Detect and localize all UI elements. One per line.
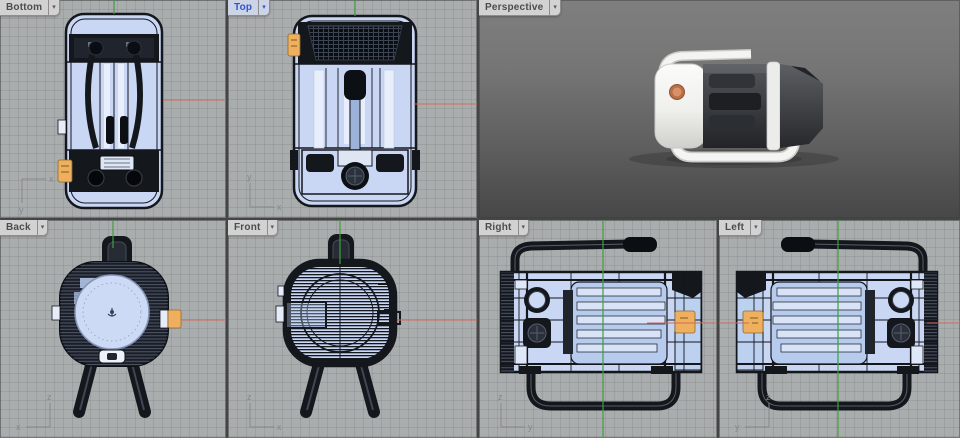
axis-gizmo: z y: [735, 392, 771, 432]
axis-label-h: x: [16, 422, 21, 432]
front-view-wireframe[interactable]: [228, 220, 477, 438]
viewport-menu-chevron-icon[interactable]: ▾: [517, 220, 529, 235]
axis-label-v: y: [247, 172, 252, 182]
viewport-menu-chevron-icon[interactable]: ▾: [750, 220, 761, 235]
viewport-back[interactable]: Back ▾ z x: [0, 220, 226, 438]
viewport-title[interactable]: Front: [234, 222, 261, 233]
viewport-title[interactable]: Top: [234, 2, 253, 13]
bottom-view-wireframe[interactable]: [0, 0, 226, 218]
viewport-tab-left[interactable]: Left ▾: [719, 220, 762, 236]
axis-label-v: y: [19, 205, 24, 215]
viewport-menu-chevron-icon[interactable]: ▾: [266, 220, 278, 235]
viewport-right[interactable]: Right ▾ z y: [479, 220, 717, 438]
device-bottom-view: [57, 12, 164, 210]
axis-gizmo: x y: [19, 174, 54, 215]
axis-gizmo: z y: [498, 392, 533, 432]
viewport-title[interactable]: Perspective: [485, 2, 544, 13]
viewport-menu-chevron-icon[interactable]: ▾: [36, 220, 48, 235]
viewport-title[interactable]: Back: [6, 222, 31, 233]
viewport-tab-right[interactable]: Right ▾: [479, 220, 530, 236]
axis-gizmo: z x: [16, 392, 52, 432]
viewport-top[interactable]: Top ▾ y x: [228, 0, 477, 218]
viewport-menu-chevron-icon[interactable]: ▾: [549, 0, 560, 15]
device-top-view: [287, 14, 420, 208]
perspective-render[interactable]: [479, 0, 960, 218]
viewport-menu-chevron-icon[interactable]: ▾: [48, 0, 59, 15]
axis-label-h: x: [277, 422, 282, 432]
viewport-left[interactable]: Left ▾ z y: [719, 220, 960, 438]
back-view-wireframe[interactable]: [0, 220, 226, 438]
axis-label-v: z: [47, 392, 52, 402]
viewport-tab-bottom[interactable]: Bottom ▾: [0, 0, 60, 16]
device-left-view: [737, 237, 937, 406]
left-view-wireframe[interactable]: [719, 220, 960, 438]
device-front-view: [275, 234, 401, 418]
axis-label-v: z: [766, 392, 771, 402]
axis-label-v: z: [498, 392, 503, 402]
top-view-wireframe[interactable]: [228, 0, 477, 218]
device-right-view: [501, 237, 701, 406]
axis-label-v: z: [247, 392, 252, 402]
viewport-tab-back[interactable]: Back ▾: [0, 220, 49, 236]
device-back-view: [51, 236, 182, 418]
axis-label-h: x: [277, 202, 282, 212]
axis-gizmo: z x: [247, 392, 282, 432]
axis-label-h: y: [528, 422, 533, 432]
axis-label-h: y: [735, 422, 740, 432]
viewport-menu-chevron-icon[interactable]: ▾: [258, 0, 269, 15]
viewport-front[interactable]: Front ▾ z x: [228, 220, 477, 438]
viewport-title[interactable]: Left: [725, 222, 745, 233]
viewport-title[interactable]: Right: [485, 222, 512, 233]
axis-gizmo: y x: [247, 172, 282, 212]
viewport-tab-perspective[interactable]: Perspective ▾: [479, 0, 561, 16]
viewport-perspective[interactable]: Perspective ▾: [479, 0, 960, 218]
axis-label-h: x: [49, 174, 54, 184]
viewport-bottom[interactable]: Bottom ▾ x y: [0, 0, 226, 218]
viewport-tab-top[interactable]: Top ▾: [228, 0, 270, 16]
viewport-tab-front[interactable]: Front ▾: [228, 220, 279, 236]
device-render: [629, 49, 839, 168]
right-view-wireframe[interactable]: [479, 220, 717, 438]
viewport-title[interactable]: Bottom: [6, 2, 43, 13]
